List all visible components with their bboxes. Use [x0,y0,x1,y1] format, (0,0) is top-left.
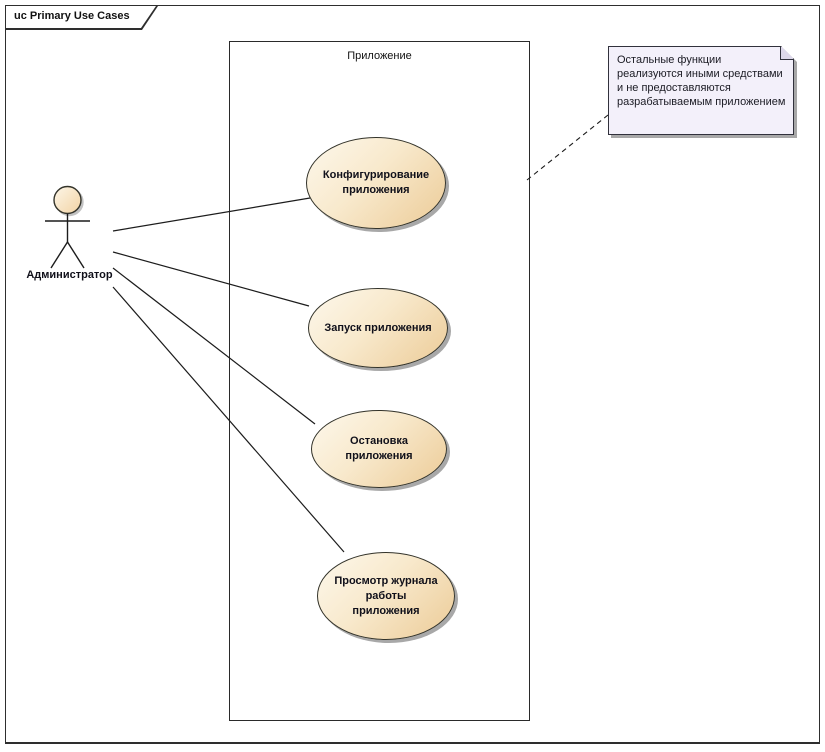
usecase-configure-application[interactable]: Конфигурирование приложения [306,137,446,229]
actor-head [53,185,82,215]
note-text: Остальные функции реализуются иными сред… [617,54,786,108]
usecase-start-application[interactable]: Запуск приложения [308,288,448,368]
note[interactable]: Остальные функции реализуются иными сред… [608,46,794,135]
usecase-stop-application[interactable]: Остановка приложения [311,410,447,488]
system-boundary-label: Приложение [347,50,412,62]
association-admin-stop[interactable] [112,267,316,425]
association-admin-start[interactable] [112,251,310,307]
usecase-view-application-log[interactable]: Просмотр журнала работы приложения [317,552,455,640]
usecase-label: Остановка приложения [345,435,413,462]
usecase-label: Просмотр журнала работы приложения [334,574,438,617]
note-attachment-line[interactable] [526,114,609,181]
diagram-frame: uc Primary Use Cases [5,5,820,744]
actor-administrator-label: Администратор [26,269,113,281]
association-admin-configure[interactable] [112,197,311,232]
usecase-label: Конфигурирование приложения [322,169,430,196]
diagram-frame-tab [6,6,158,30]
diagram-title: uc Primary Use Cases [14,10,130,22]
usecase-label: Запуск приложения [324,321,432,334]
actor-administrator-figure[interactable] [42,183,94,271]
system-boundary-приложение[interactable]: Приложение [229,41,530,721]
association-admin-viewlog[interactable] [112,286,345,553]
